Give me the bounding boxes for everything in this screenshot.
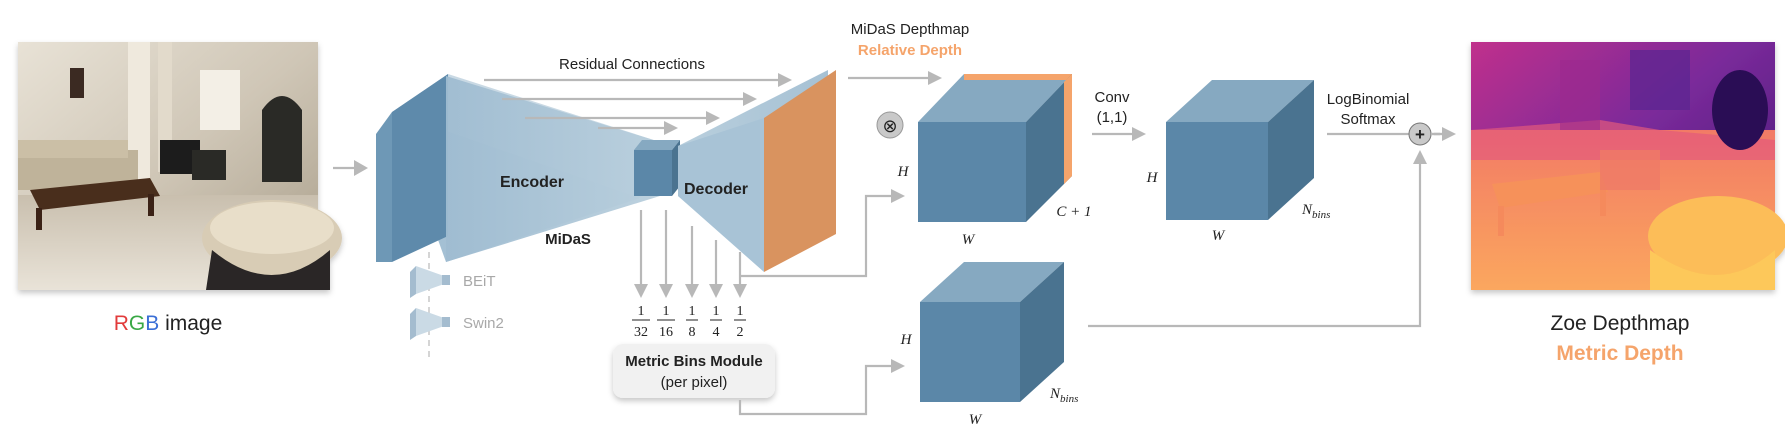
caption-rest: image <box>159 312 222 335</box>
zoe-depthmap-image <box>1471 42 1785 290</box>
cube2-w-label: W <box>1212 228 1226 244</box>
caption-letter-b: B <box>145 312 159 335</box>
encoder-label: Encoder <box>500 174 564 191</box>
svg-text:⊗: ⊗ <box>882 116 897 136</box>
cube3-to-add-arrow <box>1088 150 1427 328</box>
svg-text:1: 1 <box>638 304 645 319</box>
logits-cube-nbins <box>1166 80 1314 220</box>
cube3-nbins-label: Nbins <box>1049 386 1078 405</box>
midas-network <box>376 70 836 272</box>
backbone-swin2-label: Swin2 <box>463 315 504 332</box>
swin2-backbone-icon <box>410 308 450 340</box>
decoder-label: Decoder <box>684 181 748 198</box>
svg-text:1: 1 <box>737 304 744 319</box>
svg-text:32: 32 <box>634 325 648 340</box>
depthmap-arrow <box>848 71 942 85</box>
svg-text:1: 1 <box>663 304 670 319</box>
scale-fraction: 1 4 <box>710 304 722 340</box>
cube1-h-label: H <box>897 164 910 180</box>
svg-text:4: 4 <box>713 325 720 340</box>
conv-label: Conv <box>1094 89 1130 106</box>
scale-fraction: 1 8 <box>686 304 698 340</box>
cube3-w-label: W <box>969 412 983 428</box>
cube2-nbins-label: Nbins <box>1301 202 1330 221</box>
cube1-c-label: C + 1 <box>1056 204 1091 220</box>
backbone-beit-label: BEiT <box>463 273 496 290</box>
midas-label: MiDaS <box>545 231 591 248</box>
output-arrow <box>1431 127 1456 141</box>
beit-backbone-icon <box>410 266 450 298</box>
zoe-depthmap-title: Zoe Depthmap <box>1551 312 1690 335</box>
metric-bins-module: Metric Bins Module (per pixel) <box>613 344 775 398</box>
cube2-h-label: H <box>1146 170 1159 186</box>
decoder-to-cube1-arrow <box>740 189 905 278</box>
rgb-input-image <box>18 42 342 290</box>
scale-fraction: 1 16 <box>657 304 675 340</box>
metric-bins-title: Metric Bins Module <box>625 353 763 370</box>
svg-text:16: 16 <box>659 325 673 340</box>
scale-fractions: 1 32 1 16 1 8 1 4 1 2 <box>632 304 746 340</box>
svg-text:1: 1 <box>713 304 720 319</box>
rgb-image-caption: RGB image <box>114 312 223 335</box>
concat-operator: ⊗ <box>876 111 904 139</box>
add-operator: + <box>1408 122 1432 146</box>
feature-cube-c-plus-1 <box>918 74 1072 222</box>
scale-arrows <box>634 210 747 298</box>
bins-to-cube3-arrow <box>738 359 905 416</box>
logbinomial-label: LogBinomial <box>1327 91 1410 108</box>
input-arrow <box>333 160 368 176</box>
svg-text:1: 1 <box>689 304 696 319</box>
residual-arrows <box>484 73 792 135</box>
svg-text:+: + <box>1415 125 1425 144</box>
cube1-w-label: W <box>962 232 976 248</box>
metric-bins-subtitle: (per pixel) <box>661 374 728 391</box>
midas-depthmap-title: MiDaS Depthmap <box>851 21 969 38</box>
svg-text:8: 8 <box>689 325 696 340</box>
conv-kernel-label: (1,1) <box>1097 109 1128 126</box>
caption-letter-r: R <box>114 312 129 335</box>
residual-connections-label: Residual Connections <box>559 56 705 73</box>
caption-letter-g: G <box>129 312 145 335</box>
conv-arrow <box>1092 127 1146 141</box>
softmax-label: Softmax <box>1340 111 1396 128</box>
cube3-h-label: H <box>900 332 913 348</box>
midas-depthmap-subtitle: Relative Depth <box>858 42 962 59</box>
bin-centers-cube-nbins <box>920 262 1064 402</box>
svg-text:2: 2 <box>737 325 744 340</box>
scale-fraction: 1 32 <box>632 304 650 340</box>
backbone-options <box>410 252 450 360</box>
zoe-depthmap-subtitle: Metric Depth <box>1556 342 1683 365</box>
scale-fraction: 1 2 <box>734 304 746 340</box>
